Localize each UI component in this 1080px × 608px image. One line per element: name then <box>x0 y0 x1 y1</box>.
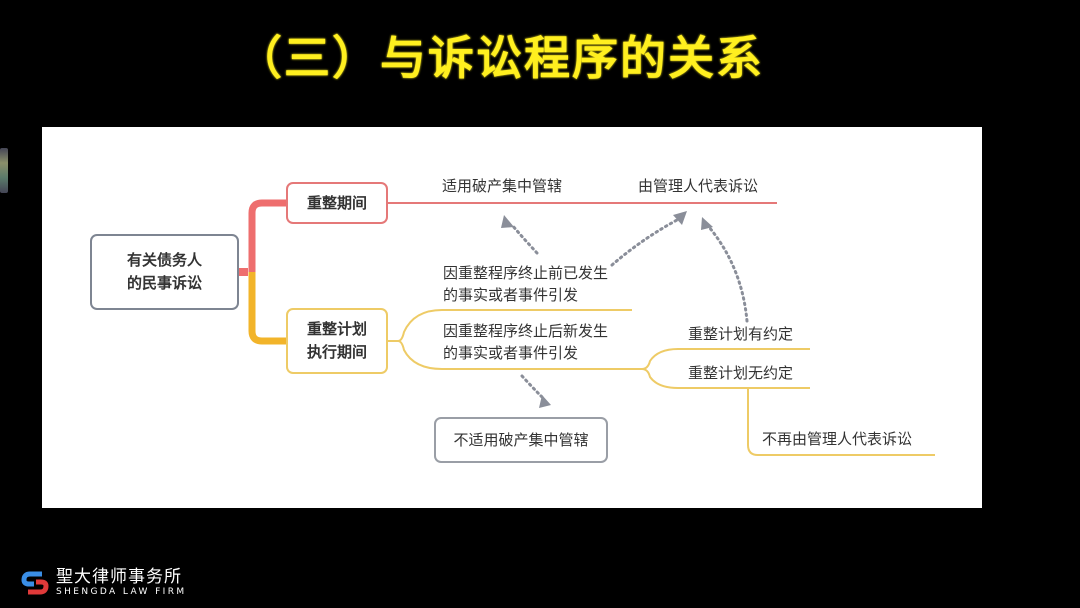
slide-title: （三）与诉讼程序的关系 <box>236 31 764 85</box>
leaf-centralized-jurisdiction[interactable]: 适用破产集中管辖 <box>442 177 563 195</box>
logo-cn-text: 聖大律师事务所 <box>56 567 182 587</box>
branch-plan-execution-period[interactable]: 重整计划 执行期间 <box>286 308 388 374</box>
logo-en-text: SHENGDA LAW FIRM <box>56 587 187 597</box>
leaf-line1: 因重整程序终止前已发生 <box>443 264 609 282</box>
leaf-line2: 的事实或者事件引发 <box>443 344 579 362</box>
branch-label-line2: 执行期间 <box>306 343 367 361</box>
logo-mark-icon <box>21 571 49 595</box>
side-scroll-widget[interactable] <box>0 148 8 193</box>
leaf-plan-has-agreement[interactable]: 重整计划有约定 <box>688 325 794 343</box>
firm-logo: 聖大律师事务所 SHENGDA LAW FIRM <box>20 568 187 598</box>
root-node[interactable]: 有关债务人 的民事诉讼 <box>90 234 239 310</box>
branch-reorganization-period[interactable]: 重整期间 <box>286 182 388 224</box>
box-label: 不适用破产集中管辖 <box>453 430 589 449</box>
mindmap-panel: 有关债务人 的民事诉讼 重整期间 重整计划 执行期间 适用破产集中管辖 由管理人… <box>42 127 982 508</box>
leaf-plan-no-agreement[interactable]: 重整计划无约定 <box>688 364 794 382</box>
leaf-line1: 因重整程序终止后新发生 <box>443 322 609 340</box>
leaf-events-after-termination[interactable]: 因重整程序终止后新发生 的事实或者事件引发 <box>443 320 608 364</box>
branch-label: 重整期间 <box>306 193 367 212</box>
connector-lines <box>239 199 935 456</box>
leaf-no-longer-administrator[interactable]: 不再由管理人代表诉讼 <box>762 430 913 448</box>
root-line2: 的民事诉讼 <box>126 274 202 292</box>
leaf-administrator-represents[interactable]: 由管理人代表诉讼 <box>638 177 759 195</box>
box-not-centralized-jurisdiction[interactable]: 不适用破产集中管辖 <box>434 417 608 463</box>
branch-label-line1: 重整计划 <box>306 320 367 338</box>
leaf-events-before-termination[interactable]: 因重整程序终止前已发生 的事实或者事件引发 <box>443 262 608 306</box>
leaf-line2: 的事实或者事件引发 <box>443 286 579 304</box>
root-line1: 有关债务人 <box>126 251 202 269</box>
